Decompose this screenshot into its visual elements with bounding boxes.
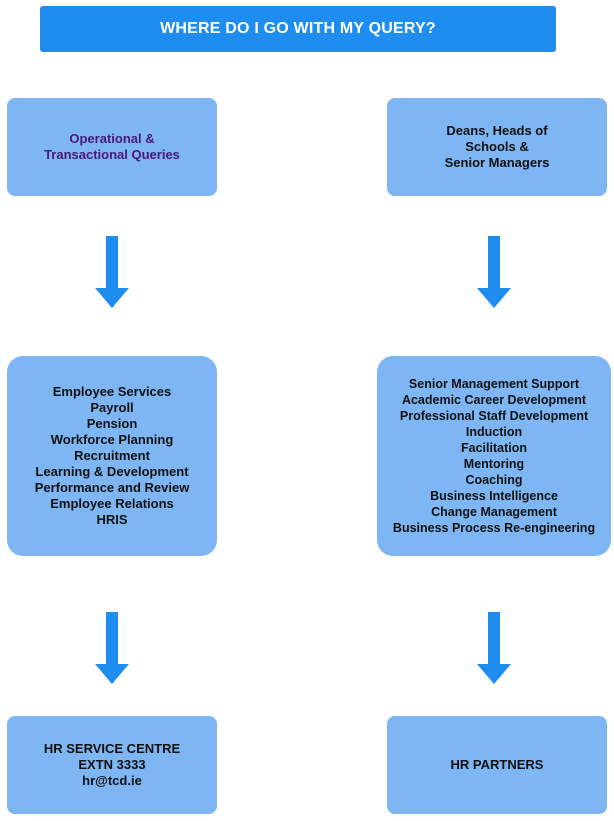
box-line: Operational & xyxy=(69,131,155,146)
arrow-down-icon xyxy=(95,236,129,308)
senior-managers-box: Deans, Heads of Schools & Senior Manager… xyxy=(387,98,607,196)
service-item: Recruitment xyxy=(74,448,150,463)
partners-label: HR PARTNERS xyxy=(450,757,544,772)
hr-services-list-box: Employee Services Payroll Pension Workfo… xyxy=(7,356,217,556)
service-item: Employee Services xyxy=(52,384,172,399)
service-item: Coaching xyxy=(465,473,523,487)
contact-line: EXTN 3333 xyxy=(78,757,146,772)
service-item: Pension xyxy=(86,416,138,431)
box-line: Transactional Queries xyxy=(44,147,180,162)
box-line: Schools & xyxy=(465,139,529,154)
arrow-down-icon xyxy=(477,236,511,308)
page-title: WHERE DO I GO WITH MY QUERY? xyxy=(40,6,556,52)
service-item: Business Intelligence xyxy=(430,489,558,503)
arrow-down-icon xyxy=(95,612,129,684)
hr-partners-services-box: Senior Management Support Academic Caree… xyxy=(377,356,611,556)
operational-queries-box: Operational & Transactional Queries xyxy=(7,98,217,196)
service-item: Employee Relations xyxy=(50,496,174,511)
arrow-down-icon xyxy=(477,612,511,684)
box-line: Deans, Heads of xyxy=(446,123,548,138)
contact-line: HR SERVICE CENTRE xyxy=(43,741,181,756)
service-item: Senior Management Support xyxy=(408,377,580,391)
service-item: Payroll xyxy=(90,400,134,415)
service-item: Workforce Planning xyxy=(50,432,174,447)
hr-service-centre-box: HR SERVICE CENTRE EXTN 3333 hr@tcd.ie xyxy=(7,716,217,814)
service-item: Mentoring xyxy=(463,457,525,471)
service-item: Academic Career Development xyxy=(401,393,587,407)
service-item: HRIS xyxy=(96,512,128,527)
hr-partners-box: HR PARTNERS xyxy=(387,716,607,814)
service-item: Learning & Development xyxy=(35,464,189,479)
service-item: Induction xyxy=(465,425,523,439)
box-line: Senior Managers xyxy=(444,155,550,170)
contact-line: hr@tcd.ie xyxy=(82,773,142,788)
service-item: Facilitation xyxy=(461,441,527,455)
service-item: Business Process Re-engineering xyxy=(392,521,596,535)
service-item: Professional Staff Development xyxy=(399,409,589,423)
service-item: Change Management xyxy=(431,505,557,519)
service-item: Performance and Review xyxy=(34,480,190,495)
